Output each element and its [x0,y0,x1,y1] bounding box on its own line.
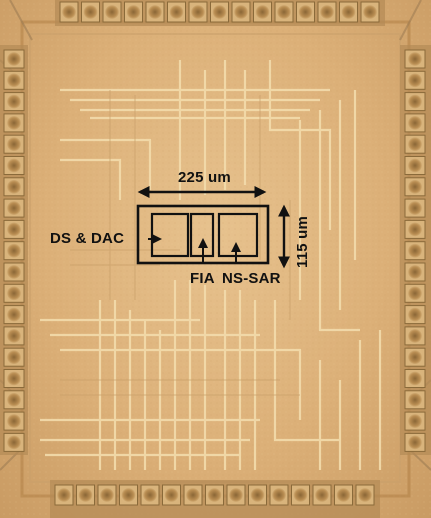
left-pad-bond [7,350,21,365]
bottom-pad-bond [336,488,351,502]
top-pad-bond [212,5,227,19]
left-pad-bond [7,115,21,130]
right-pad-bond [408,94,422,109]
top-pad-bond [298,5,313,19]
left-pad-bond [7,414,21,429]
right-pad-bond [408,392,422,407]
right-pad-bond [408,328,422,343]
left-pad-bond [7,73,21,88]
left-pad-bond [7,265,21,279]
top-pads [55,0,385,26]
ns-sar-block [217,212,259,258]
bottom-pad-bond [57,488,71,502]
top-pad-bond [277,5,291,19]
right-pad-bond [408,435,422,450]
left-pad-bond [7,52,21,66]
top-pad-bond [363,5,377,19]
bottom-pads [50,480,380,518]
top-pad-bond [255,5,270,19]
top-pad-bond [341,5,356,19]
top-pad-bond [234,5,248,19]
bottom-pad-bond [143,488,157,502]
bottom-pad-bond [250,488,265,502]
right-pads [400,45,431,455]
top-pad-bond [191,5,205,19]
left-pad-bond [7,307,21,322]
right-pad-bond [408,350,422,365]
left-pad-bond [7,158,21,173]
core-outline [136,204,270,265]
left-pad-bond [7,371,21,386]
right-pad-bond [408,286,422,301]
bottom-pad-bond [186,488,200,502]
bottom-pad-bond [272,488,286,502]
top-pad-bond [126,5,141,19]
right-pad-bond [408,179,422,194]
right-pad-bond [408,371,422,386]
left-pad-bond [7,137,21,152]
right-pad-bond [408,414,422,429]
right-pad-bond [408,158,422,173]
right-pad-bond [408,137,422,152]
right-pad-bond [408,115,422,130]
left-pad-bond [7,435,21,450]
right-pad-bond [408,201,422,216]
left-pad-bond [7,328,21,343]
metal-routing [40,60,382,470]
right-pad-bond [408,73,422,88]
fia-label: FIA [190,270,215,287]
bottom-pad-bond [121,488,136,502]
right-pad-bond [408,265,422,279]
left-pad-bond [7,243,21,258]
left-pads [0,45,28,455]
left-pad-bond [7,94,21,109]
bottom-pad-bond [207,488,222,502]
right-pad-bond [408,307,422,322]
right-pad-bond [408,52,422,66]
bottom-pad-bond [229,488,243,502]
bottom-pad-bond [358,488,372,502]
bottom-pad-bond [100,488,114,502]
right-pad-bond [408,243,422,258]
top-pad-bond [62,5,76,19]
top-pad-bond [320,5,334,19]
bottom-pad-bond [315,488,329,502]
height-label: 115 um [294,215,311,268]
left-pad-bond [7,222,21,237]
top-pad-bond [169,5,184,19]
ds-dac-label: DS & DAC [50,230,125,247]
bottom-pad-bond [78,488,93,502]
width-label: 225 um [178,169,231,186]
bottom-pad-bond [293,488,308,502]
left-pad-bond [7,179,21,194]
ns-sar-label: NS-SAR [222,270,281,287]
bottom-pad-bond [164,488,179,502]
left-pad-bond [7,201,21,216]
left-pad-bond [7,286,21,301]
top-pad-bond [148,5,162,19]
top-pad-bond [83,5,98,19]
top-pad-bond [105,5,119,19]
core-annotation [136,186,290,269]
left-pad-bond [7,392,21,407]
right-pad-bond [408,222,422,237]
